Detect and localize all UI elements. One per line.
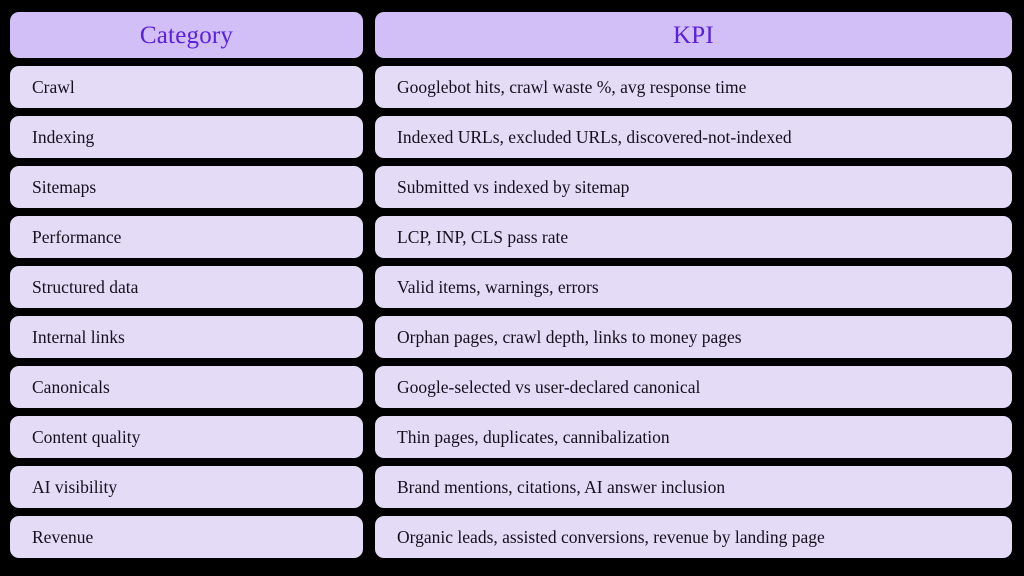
cell-category-label: Revenue: [32, 526, 94, 547]
cell-category: AI visibility: [10, 466, 363, 508]
cell-kpi-label: Googlebot hits, crawl waste %, avg respo…: [397, 76, 747, 97]
cell-kpi: Submitted vs indexed by sitemap: [375, 166, 1012, 208]
table-row: Structured data Valid items, warnings, e…: [10, 266, 1012, 308]
cell-kpi-label: Brand mentions, citations, AI answer inc…: [397, 476, 726, 497]
cell-category-label: Canonicals: [32, 376, 110, 397]
cell-category: Crawl: [10, 66, 363, 108]
cell-category-label: Crawl: [32, 76, 75, 97]
cell-kpi: LCP, INP, CLS pass rate: [375, 216, 1012, 258]
column-header-category: Category: [10, 12, 363, 58]
cell-kpi-label: Valid items, warnings, errors: [397, 276, 599, 297]
cell-kpi-label: LCP, INP, CLS pass rate: [397, 226, 569, 247]
cell-kpi: Googlebot hits, crawl waste %, avg respo…: [375, 66, 1012, 108]
cell-category-label: AI visibility: [32, 476, 118, 497]
cell-category: Internal links: [10, 316, 363, 358]
cell-kpi-label: Submitted vs indexed by sitemap: [397, 176, 630, 197]
cell-kpi: Indexed URLs, excluded URLs, discovered-…: [375, 116, 1012, 158]
cell-kpi: Google-selected vs user-declared canonic…: [375, 366, 1012, 408]
cell-category-label: Performance: [32, 226, 122, 247]
table-header-row: Category KPI: [10, 12, 1012, 58]
cell-category: Content quality: [10, 416, 363, 458]
table-row: Crawl Googlebot hits, crawl waste %, avg…: [10, 66, 1012, 108]
cell-kpi-label: Thin pages, duplicates, cannibalization: [397, 426, 670, 447]
cell-kpi-label: Orphan pages, crawl depth, links to mone…: [397, 326, 742, 347]
table-row: Performance LCP, INP, CLS pass rate: [10, 216, 1012, 258]
table-row: Content quality Thin pages, duplicates, …: [10, 416, 1012, 458]
column-header-kpi-label: KPI: [673, 21, 714, 49]
table-row: Canonicals Google-selected vs user-decla…: [10, 366, 1012, 408]
cell-kpi: Valid items, warnings, errors: [375, 266, 1012, 308]
cell-kpi: Brand mentions, citations, AI answer inc…: [375, 466, 1012, 508]
cell-category-label: Content quality: [32, 426, 141, 447]
cell-category: Structured data: [10, 266, 363, 308]
cell-kpi: Orphan pages, crawl depth, links to mone…: [375, 316, 1012, 358]
cell-category: Indexing: [10, 116, 363, 158]
cell-kpi: Thin pages, duplicates, cannibalization: [375, 416, 1012, 458]
table-row: Sitemaps Submitted vs indexed by sitemap: [10, 166, 1012, 208]
cell-category: Performance: [10, 216, 363, 258]
cell-category-label: Internal links: [32, 326, 125, 347]
cell-category: Revenue: [10, 516, 363, 558]
cell-category-label: Structured data: [32, 276, 139, 297]
table-row: Internal links Orphan pages, crawl depth…: [10, 316, 1012, 358]
column-header-kpi: KPI: [375, 12, 1012, 58]
cell-category: Sitemaps: [10, 166, 363, 208]
cell-kpi-label: Organic leads, assisted conversions, rev…: [397, 526, 825, 547]
cell-category-label: Indexing: [32, 126, 95, 147]
table-row: Indexing Indexed URLs, excluded URLs, di…: [10, 116, 1012, 158]
column-header-category-label: Category: [139, 21, 234, 49]
cell-kpi: Organic leads, assisted conversions, rev…: [375, 516, 1012, 558]
table-row: AI visibility Brand mentions, citations,…: [10, 466, 1012, 508]
cell-category: Canonicals: [10, 366, 363, 408]
cell-kpi-label: Google-selected vs user-declared canonic…: [397, 376, 701, 397]
cell-category-label: Sitemaps: [32, 176, 97, 197]
cell-kpi-label: Indexed URLs, excluded URLs, discovered-…: [397, 126, 792, 147]
table-row: Revenue Organic leads, assisted conversi…: [10, 516, 1012, 558]
